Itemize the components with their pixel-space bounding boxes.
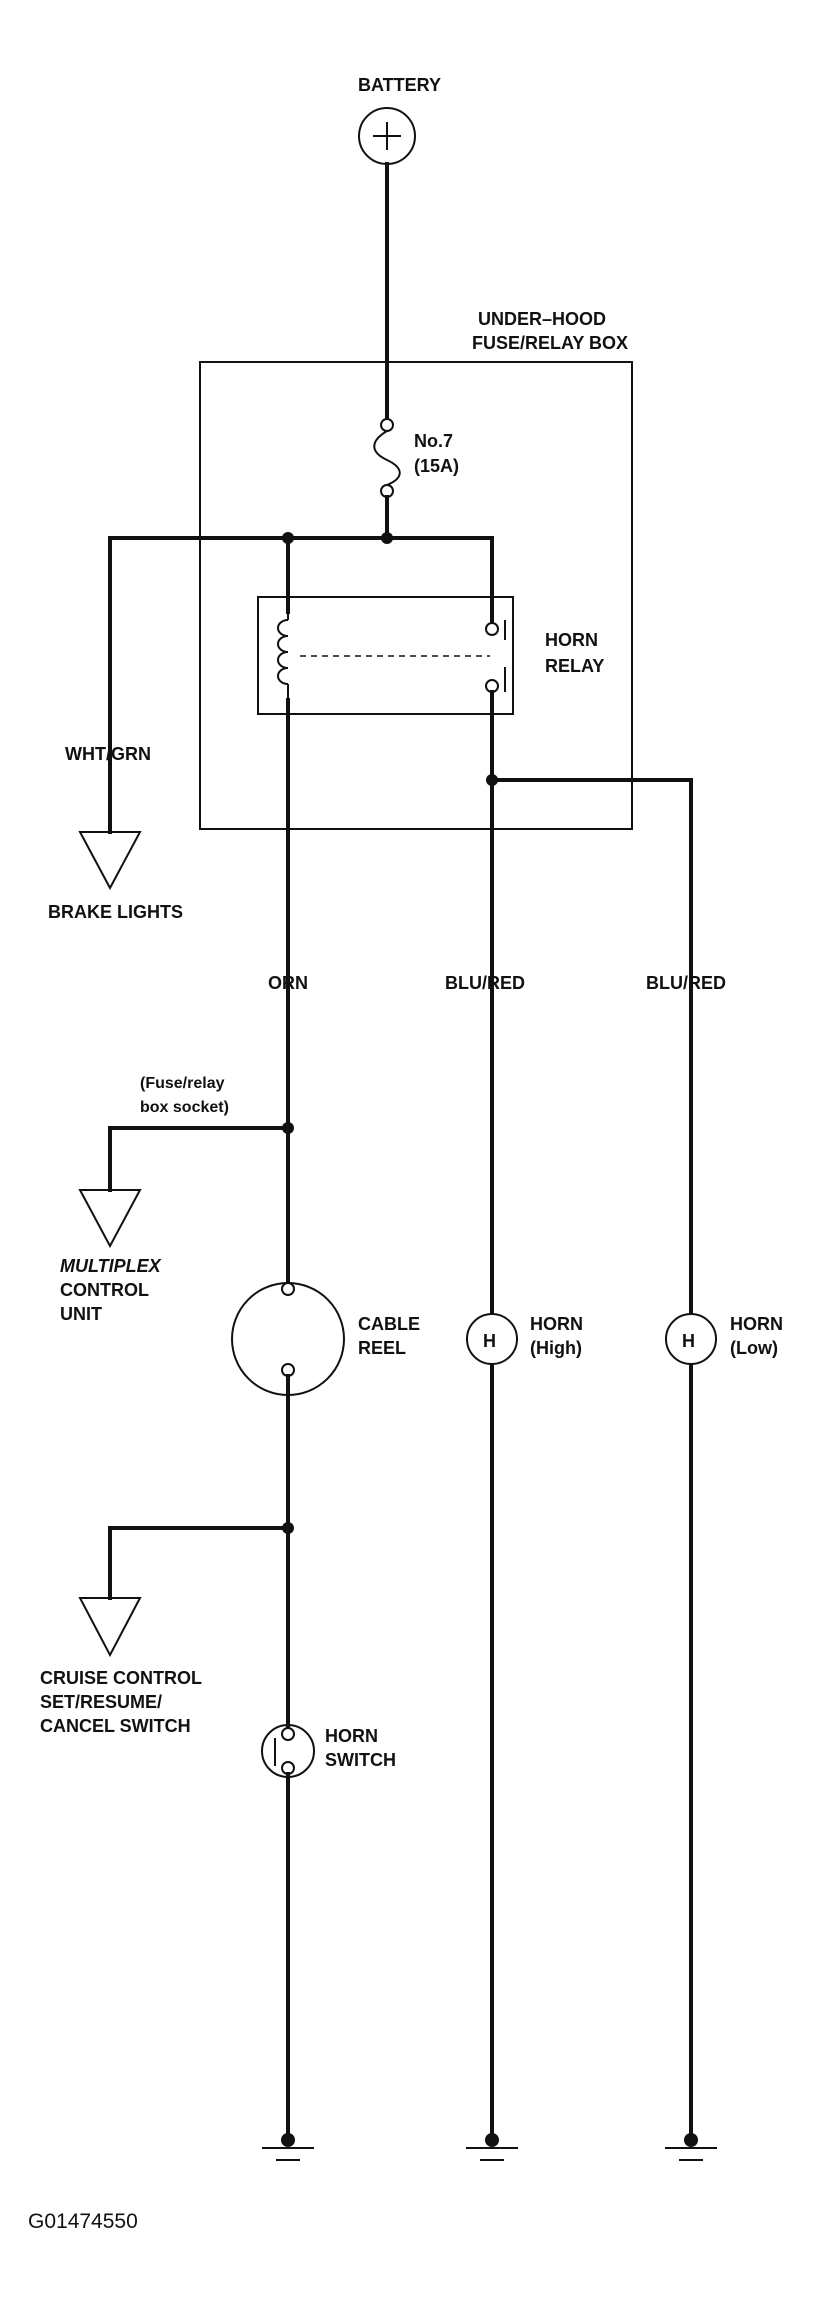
multiplex-label-line2: CONTROL — [60, 1280, 149, 1300]
battery-label: BATTERY — [358, 75, 441, 95]
switch-feed-wire-color: ORN — [268, 973, 308, 993]
horn-switch-symbol — [261, 1724, 315, 1778]
socket-label-line2: box socket) — [140, 1099, 229, 1116]
relay-coil — [277, 612, 289, 700]
multiplex-arrow — [78, 1189, 142, 1249]
battery-symbol — [358, 107, 416, 165]
horn-high-label-line2: (High) — [530, 1338, 582, 1358]
cable-reel-symbol — [231, 1282, 345, 1396]
fuse-symbol — [373, 418, 401, 498]
socket-label-line1: (Fuse/relay — [140, 1075, 225, 1092]
horn-relay-outline — [257, 596, 514, 715]
horn-low-label-line1: HORN — [730, 1314, 783, 1334]
horn-switch-label-line2: SWITCH — [325, 1750, 396, 1770]
fuse-label-line2: (15A) — [414, 456, 459, 476]
figure-code: G01474550 — [28, 2210, 138, 2233]
bus-junction-fuse — [381, 532, 393, 544]
fuse-label-line1: No.7 — [414, 431, 453, 451]
horn-low-symbol: H — [665, 1313, 717, 1365]
multiplex-label-line3: UNIT — [60, 1304, 102, 1324]
brake-lights-arrow — [78, 831, 142, 891]
horn-high-wire-color: BLU/RED — [445, 973, 525, 993]
ground-horn-high-icon — [466, 2133, 518, 2161]
cruise-label-line2: SET/RESUME/ — [40, 1692, 162, 1712]
cruise-label-line3: CANCEL SWITCH — [40, 1716, 191, 1736]
ground-horn-low-icon — [665, 2133, 717, 2161]
brake-lights-label: BRAKE LIGHTS — [48, 902, 183, 922]
fuse-relay-box-outline — [199, 361, 633, 830]
horn-relay-label-line2: RELAY — [545, 656, 604, 676]
cable-reel-label-line1: CABLE — [358, 1314, 420, 1334]
horn-relay-label-line1: HORN — [545, 630, 598, 650]
horn-high-label-line1: HORN — [530, 1314, 583, 1334]
fuse-box-label-line1: UNDER–HOOD — [478, 309, 606, 329]
ground-switch-icon — [262, 2133, 314, 2161]
multiplex-label-line1: MULTIPLEX — [60, 1256, 162, 1276]
horn-switch-label-line1: HORN — [325, 1726, 378, 1746]
cable-reel-label-line2: REEL — [358, 1338, 406, 1358]
horn-high-symbol: H — [466, 1313, 518, 1365]
fuse-box-label-line2: FUSE/RELAY BOX — [472, 333, 628, 353]
svg-text:H: H — [483, 1331, 496, 1351]
svg-text:H: H — [682, 1331, 695, 1351]
horn-low-wire-color: BLU/RED — [646, 973, 726, 993]
brake-feed-wire-color: WHT/GRN — [65, 744, 151, 764]
cruise-label-line1: CRUISE CONTROL — [40, 1668, 202, 1688]
horn-low-label-line2: (Low) — [730, 1338, 778, 1358]
cruise-arrow — [78, 1597, 142, 1658]
